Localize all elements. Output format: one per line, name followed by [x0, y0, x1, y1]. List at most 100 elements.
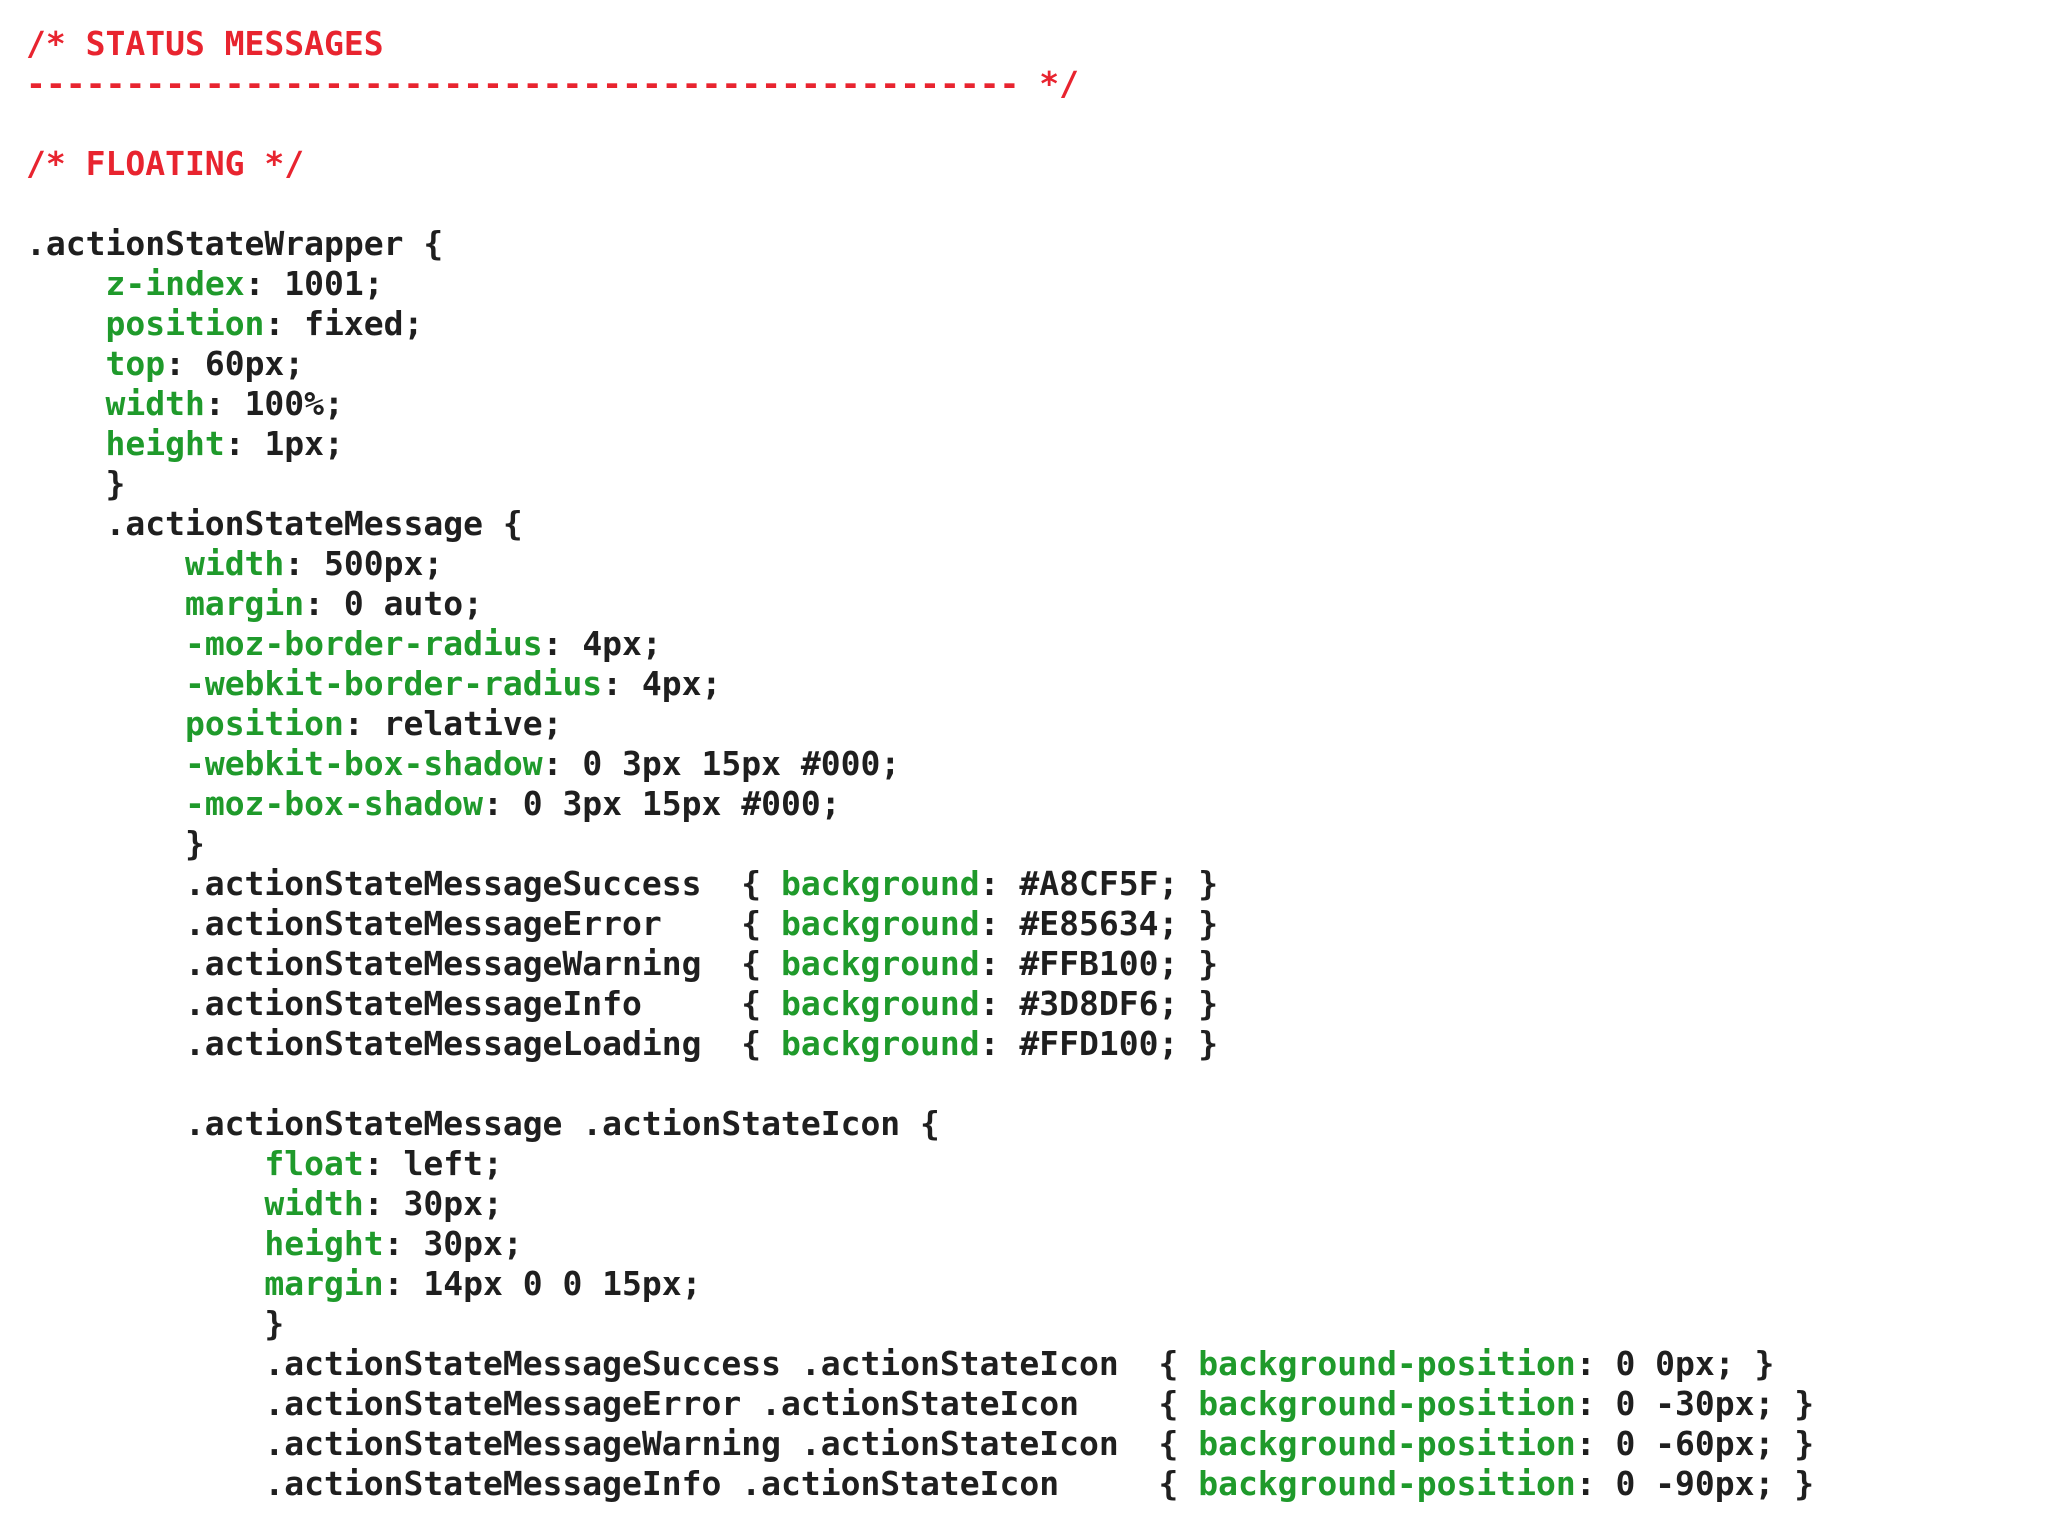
- css-property: background-position: [1198, 1384, 1576, 1423]
- code-text: .actionStateMessageWarning .actionStateI…: [26, 1424, 1199, 1463]
- code-text: [26, 784, 185, 823]
- css-property: background: [780, 904, 980, 943]
- code-text: }: [26, 464, 126, 503]
- code-text: [26, 264, 105, 303]
- code-text: [26, 624, 185, 663]
- code-line: }: [26, 1304, 2016, 1344]
- code-line: }: [26, 464, 2016, 504]
- css-property: height: [105, 424, 225, 463]
- code-text: .actionStateWrapper {: [26, 224, 444, 263]
- code-line: [26, 104, 2016, 144]
- code-line: float: left;: [26, 1144, 2016, 1184]
- code-text: : 0 0px; }: [1575, 1344, 1775, 1383]
- code-text: [26, 584, 185, 623]
- code-line: .actionStateMessageSuccess { background:…: [26, 864, 2016, 904]
- css-property: background: [780, 984, 980, 1023]
- code-text: : 0 3px 15px #000;: [542, 744, 901, 783]
- css-property: margin: [184, 584, 305, 623]
- code-line: -moz-border-radius: 4px;: [26, 624, 2016, 664]
- code-text: : 0 -90px; }: [1575, 1464, 1815, 1503]
- code-text: : fixed;: [264, 304, 424, 343]
- code-text: [26, 1224, 264, 1263]
- css-property: background: [780, 944, 980, 983]
- code-line: [26, 184, 2016, 224]
- css-property: width: [105, 384, 205, 423]
- code-text: [26, 1264, 264, 1303]
- css-property: background-position: [1198, 1424, 1576, 1463]
- code-text: : 1001;: [244, 264, 384, 303]
- code-text: : 30px;: [363, 1184, 503, 1223]
- code-line: .actionStateMessage .actionStateIcon {: [26, 1104, 2016, 1144]
- code-text: : #A8CF5F; }: [979, 864, 1219, 903]
- code-line: margin: 0 auto;: [26, 584, 2016, 624]
- code-text: [26, 664, 185, 703]
- code-line: .actionStateMessageWarning { background:…: [26, 944, 2016, 984]
- css-property: width: [184, 544, 285, 583]
- code-line: .actionStateMessage {: [26, 504, 2016, 544]
- css-property: top: [105, 344, 166, 383]
- code-text: : 60px;: [165, 344, 305, 383]
- code-line: .actionStateWrapper {: [26, 224, 2016, 264]
- code-text: : 0 -30px; }: [1575, 1384, 1815, 1423]
- code-text: [26, 424, 105, 463]
- code-text: : 0 -60px; }: [1575, 1424, 1815, 1463]
- code-line: .actionStateMessageError .actionStateIco…: [26, 1384, 2016, 1424]
- code-comment: /* FLOATING */: [26, 144, 305, 183]
- css-property: -webkit-border-radius: [184, 664, 603, 703]
- code-line: .actionStateMessageWarning .actionStateI…: [26, 1424, 2016, 1464]
- code-text: : 4px;: [602, 664, 722, 703]
- css-property: position: [105, 304, 265, 343]
- code-line: .actionStateMessageLoading { background:…: [26, 1024, 2016, 1064]
- code-text: .actionStateMessageInfo {: [26, 984, 781, 1023]
- css-property: width: [264, 1184, 364, 1223]
- code-text: : 500px;: [284, 544, 444, 583]
- css-property: background-position: [1198, 1464, 1576, 1503]
- code-text: : 1px;: [224, 424, 344, 463]
- css-property: position: [184, 704, 344, 743]
- code-line: width: 500px;: [26, 544, 2016, 584]
- code-text: : 0 3px 15px #000;: [482, 784, 841, 823]
- css-property: z-index: [105, 264, 245, 303]
- code-text: [26, 1184, 264, 1223]
- code-line: position: relative;: [26, 704, 2016, 744]
- code-text: [26, 704, 185, 743]
- code-text: .actionStateMessage {: [26, 504, 523, 543]
- code-text: .actionStateMessageSuccess {: [26, 864, 781, 903]
- code-comment: /* STATUS MESSAGES: [26, 24, 384, 63]
- css-property: -webkit-box-shadow: [184, 744, 543, 783]
- code-text: [26, 744, 185, 783]
- code-text: }: [26, 1304, 285, 1343]
- code-text: [26, 544, 185, 583]
- code-text: : #E85634; }: [979, 904, 1219, 943]
- code-line: ----------------------------------------…: [26, 64, 2016, 104]
- code-line: -moz-box-shadow: 0 3px 15px #000;: [26, 784, 2016, 824]
- code-text: : #FFD100; }: [979, 1024, 1219, 1063]
- code-text: [26, 304, 105, 343]
- css-property: float: [264, 1144, 364, 1183]
- code-line: .actionStateMessageError { background: #…: [26, 904, 2016, 944]
- code-text: : #FFB100; }: [979, 944, 1219, 983]
- code-line: }: [26, 824, 2016, 864]
- code-text: : left;: [363, 1144, 503, 1183]
- code-listing: /* STATUS MESSAGES----------------------…: [26, 24, 2016, 1504]
- css-property: height: [264, 1224, 384, 1263]
- code-line: .actionStateMessageSuccess .actionStateI…: [26, 1344, 2016, 1384]
- code-line: top: 60px;: [26, 344, 2016, 384]
- code-line: height: 30px;: [26, 1224, 2016, 1264]
- css-property: -moz-border-radius: [184, 624, 543, 663]
- code-line: width: 100%;: [26, 384, 2016, 424]
- code-text: : 30px;: [383, 1224, 523, 1263]
- css-property: margin: [264, 1264, 384, 1303]
- code-line: [26, 1064, 2016, 1104]
- code-text: : 4px;: [542, 624, 662, 663]
- code-text: [26, 384, 105, 423]
- code-text: : 0 auto;: [304, 584, 483, 623]
- code-text: .actionStateMessageError {: [26, 904, 781, 943]
- code-line: /* STATUS MESSAGES: [26, 24, 2016, 64]
- code-text: [26, 344, 105, 383]
- code-text: : #3D8DF6; }: [979, 984, 1219, 1023]
- code-text: .actionStateMessageInfo .actionStateIcon…: [26, 1464, 1199, 1503]
- code-text: .actionStateMessageLoading {: [26, 1024, 781, 1063]
- code-text: .actionStateMessage .actionStateIcon {: [26, 1104, 940, 1143]
- code-text: .actionStateMessageWarning {: [26, 944, 781, 983]
